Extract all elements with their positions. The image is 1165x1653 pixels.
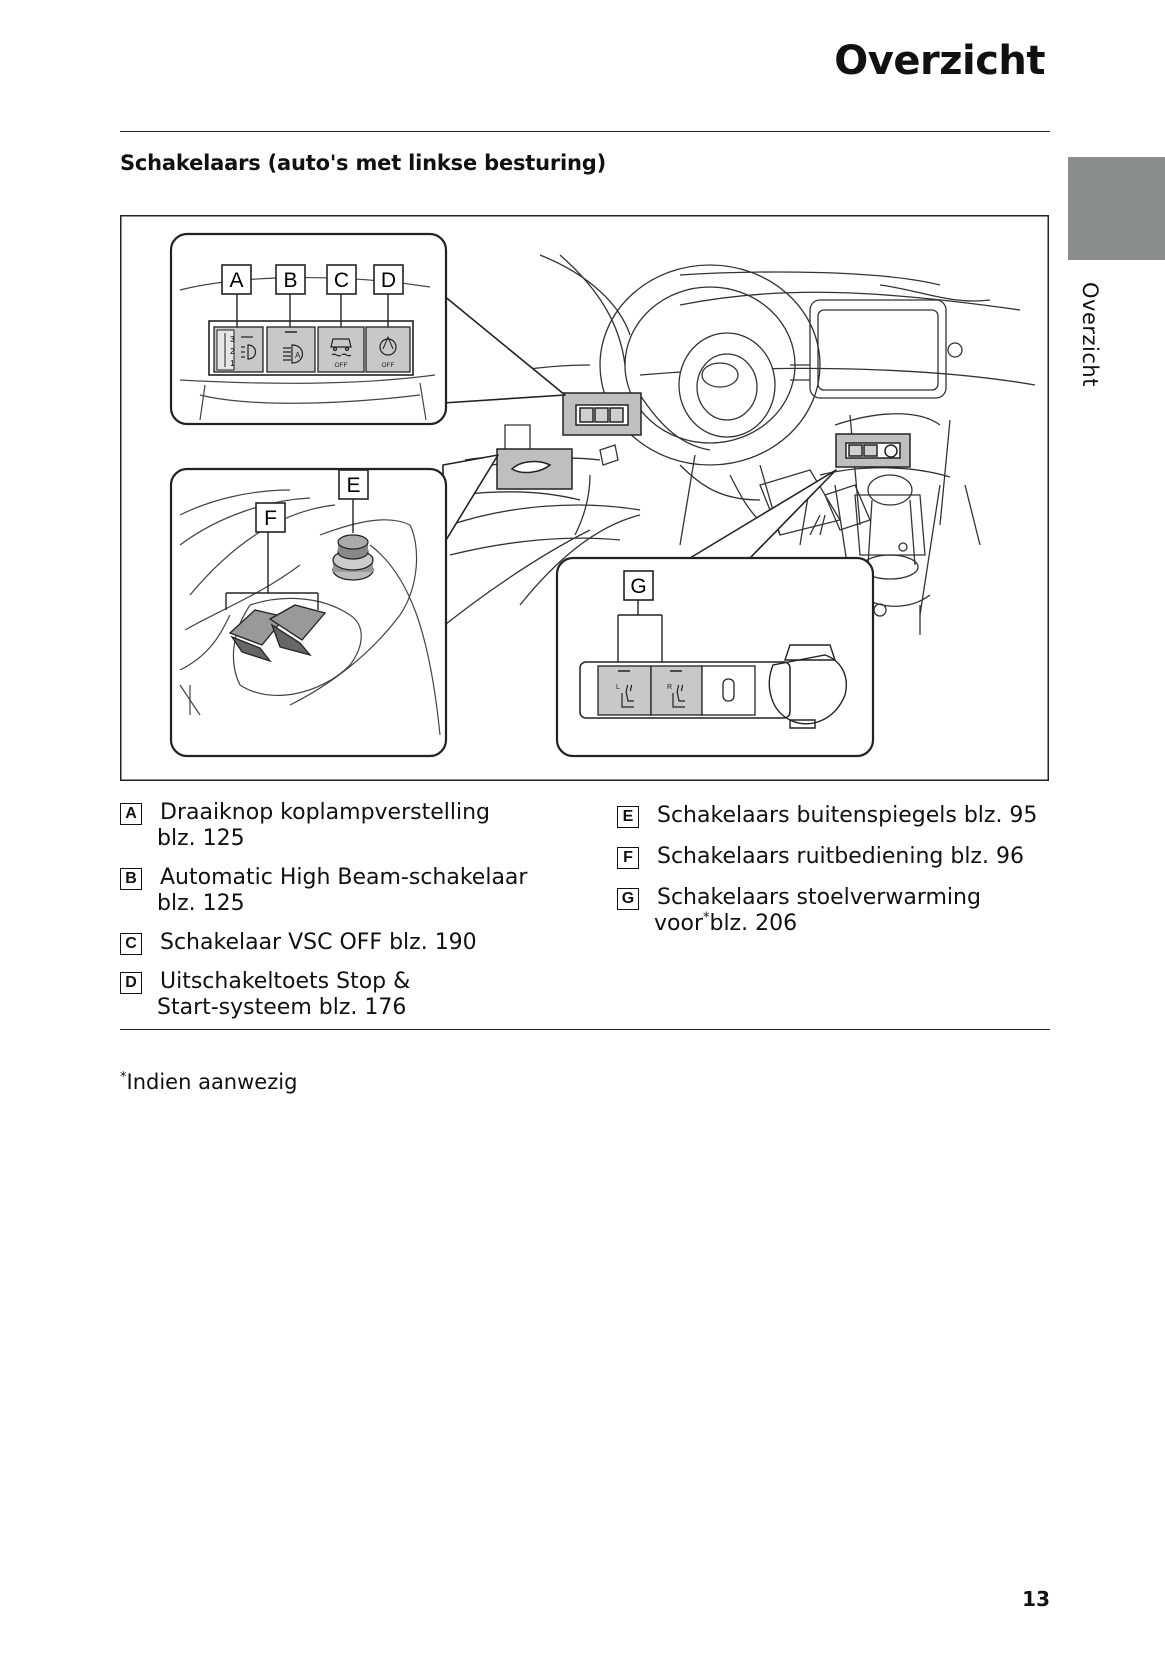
callout-label-c: C: [326, 264, 357, 295]
legend-key-b: B: [120, 868, 142, 890]
svg-text:B: B: [283, 269, 297, 292]
chapter-tab: [1068, 157, 1165, 260]
inset-seat-heater-switches: L R G: [555, 556, 875, 758]
headlamp-level-icon: [241, 336, 257, 360]
footnote-marker: *: [120, 1070, 127, 1085]
left-seat-label: L: [616, 684, 620, 691]
chapter-tab-label: Overzicht: [1078, 282, 1102, 387]
left-seat-heater-icon: [621, 684, 634, 708]
legend-key-g: G: [617, 888, 639, 910]
mirror-knob: [332, 534, 374, 581]
highlight-headlamp-switches: [562, 392, 642, 436]
footnote: *Indien aanwezig: [120, 1070, 297, 1094]
legend-page-g: voor*blz. 206: [654, 911, 1057, 937]
auto-high-beam-icon: A: [283, 344, 304, 364]
legend-right-column: E Schakelaars buitenspiegels blz. 95 F S…: [617, 803, 1057, 952]
legend-key-f: F: [617, 847, 639, 869]
section-heading: Schakelaars (auto's met linkse besturing…: [120, 151, 607, 175]
page-number: 13: [1022, 1587, 1050, 1611]
vsc-off-label: OFF: [335, 362, 348, 369]
svg-text:C: C: [334, 269, 349, 292]
dial-number-1: 1: [230, 359, 235, 368]
legend-text-g: Schakelaars stoelverwarming: [657, 885, 981, 910]
dial-number-3: 3: [230, 335, 235, 344]
legend-footnote-marker-g: *: [702, 910, 710, 926]
stop-start-off-icon: [379, 335, 397, 356]
legend-text-b: Automatic High Beam-schakelaar: [160, 865, 528, 890]
legend-item-g: G Schakelaars stoelverwarming voor*blz. …: [617, 885, 1057, 937]
callout-label-a: A: [221, 264, 252, 295]
bottom-divider: [120, 1029, 1050, 1030]
inset-door-switches: E F: [169, 467, 448, 758]
right-seat-label: R: [667, 684, 672, 691]
callout-label-b: B: [275, 264, 306, 295]
legend-page-d: Start-systeem blz. 176: [157, 995, 407, 1020]
legend-page-b: blz. 125: [157, 891, 245, 916]
legend-text-c: Schakelaar VSC OFF blz. 190: [160, 930, 477, 955]
page-title: Overzicht: [834, 38, 1045, 84]
legend-key-c: C: [120, 933, 142, 955]
top-divider: [120, 131, 1050, 132]
svg-text:A: A: [295, 351, 301, 360]
dashboard-drawing: [419, 254, 1036, 646]
legend-page-ref-g: blz. 206: [709, 911, 798, 936]
legend-left-column: A Draaiknop koplampverstelling blz. 125 …: [120, 800, 560, 1034]
dial-number-2: 2: [230, 347, 235, 356]
legend-key-e: E: [617, 806, 639, 828]
footnote-text: Indien aanwezig: [126, 1070, 298, 1094]
highlight-mirror-switch: [496, 448, 573, 490]
legend-prefix-g: voor: [654, 911, 703, 936]
legend-item-e: E Schakelaars buitenspiegels blz. 95: [617, 803, 1057, 829]
inset-dashboard-switches: 3 2 1 A OFF OFF: [169, 232, 448, 426]
legend-item-f: F Schakelaars ruitbediening blz. 96: [617, 844, 1057, 870]
svg-text:G: G: [630, 575, 646, 598]
legend-key-d: D: [120, 972, 142, 994]
legend-item-d: D Uitschakeltoets Stop & Start-systeem b…: [120, 969, 560, 1021]
legend-text-f: Schakelaars ruitbediening blz. 96: [657, 844, 1024, 869]
right-seat-heater-icon: [672, 684, 685, 708]
vsc-off-icon: [330, 338, 352, 357]
power-outlet: [768, 644, 847, 729]
svg-text:E: E: [346, 474, 360, 497]
svg-text:F: F: [264, 507, 277, 530]
svg-text:A: A: [229, 269, 243, 292]
svg-text:D: D: [381, 269, 396, 292]
stop-start-off-label: OFF: [382, 362, 395, 369]
switches-illustration: 3 2 1 A OFF OFF: [120, 215, 1049, 781]
legend-text-e: Schakelaars buitenspiegels blz. 95: [657, 803, 1038, 828]
callout-label-f: F: [255, 502, 286, 533]
callout-label-g: G: [623, 570, 654, 601]
legend-item-a: A Draaiknop koplampverstelling blz. 125: [120, 800, 560, 852]
callout-label-d: D: [373, 264, 404, 295]
legend-text-a: Draaiknop koplampverstelling: [160, 800, 490, 825]
highlight-seat-heater-switches: [835, 433, 911, 468]
window-switches: [228, 604, 327, 663]
legend-item-b: B Automatic High Beam-schakelaar blz. 12…: [120, 865, 560, 917]
callout-label-e: E: [338, 469, 369, 500]
legend-page-a: blz. 125: [157, 826, 245, 851]
legend-text-d: Uitschakeltoets Stop &: [160, 969, 411, 994]
legend-item-c: C Schakelaar VSC OFF blz. 190: [120, 930, 560, 956]
legend-key-a: A: [120, 803, 142, 825]
